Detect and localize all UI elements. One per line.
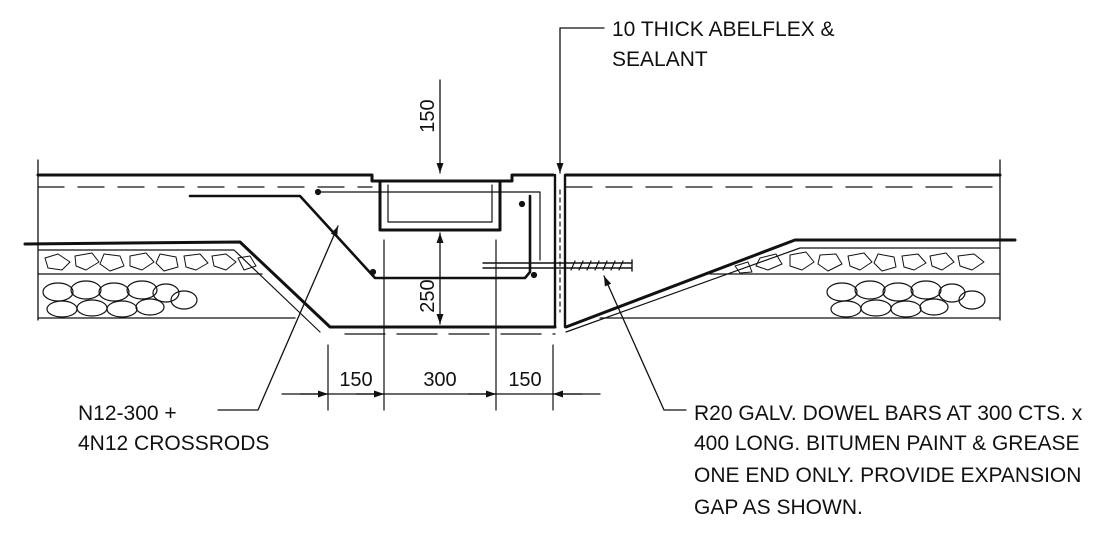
n12-upper-bar [317, 191, 541, 261]
dowel-grease-coating [570, 260, 624, 271]
left-crushed-rock-texture [44, 252, 257, 272]
n12-bent-bar [188, 194, 532, 280]
dowel-label-line4: GAP AS SHOWN. [694, 496, 863, 519]
dimension-150-left: 150 [339, 369, 372, 391]
dowel-leader [603, 275, 687, 411]
reo-label-line2: 4N12 CROSSRODS [78, 432, 269, 455]
crossrod-2 [369, 268, 377, 276]
dowel-label-line1: R20 GALV. DOWEL BARS AT 300 CTS. x [694, 402, 1083, 425]
dimension-extension-lines [327, 239, 554, 411]
dowel-label-line2: 400 LONG. BITUMEN PAINT & GREASE [694, 432, 1080, 455]
dimension-250-depth: 250 [417, 279, 439, 312]
dowel-bar [482, 259, 633, 272]
right-slab-underside-thickening [564, 238, 1017, 329]
left-slab-underside-thickening [23, 240, 557, 329]
reo-label-line1: N12-300 + [78, 402, 177, 425]
left-subgrade-boulders [42, 280, 198, 318]
right-subgrade-boulders [826, 280, 986, 318]
crossrod-1 [314, 188, 322, 196]
left-slab-top-surface [36, 173, 555, 183]
dimension-150-right: 150 [508, 369, 541, 391]
left-underside-inner-line [37, 249, 321, 333]
crossrod-3 [518, 200, 526, 208]
dowel-label-line3: ONE END ONLY. PROVIDE EXPANSION [694, 464, 1081, 487]
sealant-groove [378, 179, 502, 232]
crossrod-4 [530, 271, 538, 279]
dimension-150-top: 150 [417, 99, 439, 132]
abelflex-label-line2: SEALANT [612, 48, 708, 71]
reo-leader [217, 225, 339, 411]
right-crushed-rock-texture [734, 251, 985, 274]
abelflex-label-line1: 10 THICK ABELFLEX & [612, 18, 835, 41]
abelflex-leader [556, 27, 605, 174]
right-underside-inner-line [565, 247, 1001, 333]
sealant-groove-inner [387, 184, 493, 223]
dimension-300-middle: 300 [423, 369, 456, 391]
